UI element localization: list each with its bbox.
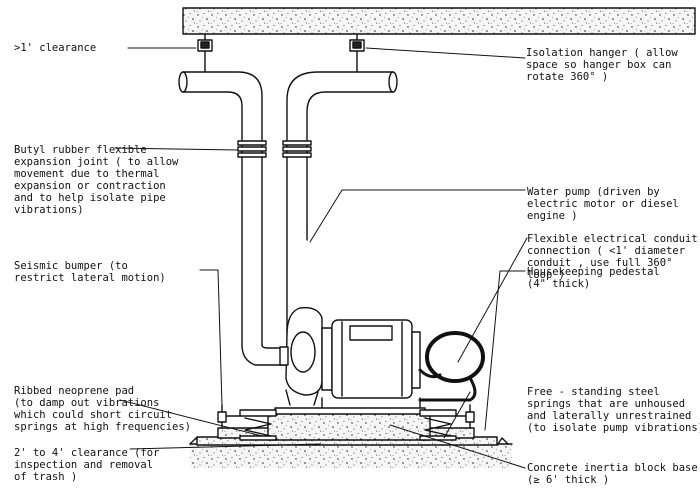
label-line: restrict lateral motion) — [14, 272, 166, 284]
label-clearance-bottom: 2' to 4' clearance (for inspection and r… — [14, 447, 159, 483]
label-water-pump: Water pump (driven by electric motor or … — [527, 186, 679, 222]
label-line: which could short circuit — [14, 409, 173, 421]
isolation-hanger-right — [349, 33, 365, 73]
pipe-right — [286, 71, 398, 336]
label-line: >1' clearance — [14, 42, 97, 54]
label-inertia-block: Concrete inertia block base (≥ 6' thick … — [527, 462, 698, 486]
concrete-inertia-block — [267, 407, 431, 441]
label-line: and laterally unrestrained — [527, 410, 692, 422]
label-line: Concrete inertia block base — [527, 462, 698, 474]
label-line: conduit , use full 360° — [527, 257, 673, 269]
steel-spring-left — [239, 409, 277, 441]
label-line: Housekeeping pedestal — [527, 266, 660, 278]
label-line: electric motor or diesel — [527, 198, 679, 210]
label-line: rotate 360° ) — [526, 71, 609, 83]
label-line: of trash ) — [14, 471, 78, 483]
label-line: movement due to thermal — [14, 168, 160, 180]
label-line: space so hanger box can — [526, 59, 672, 71]
label-line: 2' to 4' clearance (for — [14, 447, 160, 459]
label-line: (to damp out vibrations — [14, 397, 160, 409]
label-line: connection ( <1' diameter — [527, 245, 686, 257]
expansion-joint-right — [282, 140, 312, 158]
label-line: springs at high frequencies) — [14, 421, 192, 433]
label-line: Ribbed neoprene pad — [14, 385, 135, 397]
label-line: expansion joint ( to allow — [14, 156, 179, 168]
label-butyl-joint: Butyl rubber flexible expansion joint ( … — [14, 144, 178, 216]
label-line: (to isolate pump vibrations) — [527, 422, 700, 434]
label-free-springs: Free - standing steel springs that are u… — [527, 386, 700, 434]
label-line: Seismic bumper (to — [14, 260, 128, 272]
isolation-hanger-left — [197, 33, 213, 73]
expansion-joint-left — [237, 140, 267, 158]
label-line: (≥ 6' thick ) — [527, 474, 610, 486]
seismic-bumper-right — [455, 404, 475, 429]
flexible-conduit-loop — [418, 331, 485, 402]
label-line: inspection and removal — [14, 459, 154, 471]
pump-volute — [279, 307, 323, 406]
label-line: vibrations) — [14, 204, 84, 216]
label-line: loop ) — [527, 269, 565, 281]
label-line: and to help isolate pipe — [14, 192, 166, 204]
label-flexible-conduit: Flexible electrical conduit connection (… — [527, 233, 698, 281]
electric-motor — [317, 319, 425, 417]
label-seismic-bumper: Seismic bumper (to restrict lateral moti… — [14, 260, 166, 284]
label-clearance-top: >1' clearance — [14, 42, 96, 54]
seismic-bumper-left — [217, 404, 241, 429]
label-line: Free - standing steel — [527, 386, 660, 398]
label-ribbed-pad: Ribbed neoprene pad (to damp out vibrati… — [14, 385, 191, 433]
ceiling-slab — [182, 7, 696, 35]
label-line: engine ) — [527, 210, 578, 222]
label-line: (4" thick) — [527, 278, 591, 290]
floor-slab — [189, 437, 513, 468]
label-line: Water pump (driven by — [527, 186, 660, 198]
pipe-left — [178, 71, 263, 346]
label-housekeeping-pedestal: Housekeeping pedestal (4" thick) — [527, 266, 660, 290]
leader-lines — [114, 47, 528, 469]
label-line: Isolation hanger ( allow — [526, 47, 678, 59]
label-isolation-hanger: Isolation hanger ( allow space so hanger… — [526, 47, 678, 83]
label-line: springs that are unhoused — [527, 398, 686, 410]
label-line: expansion or contraction — [14, 180, 166, 192]
label-line: Butyl rubber flexible — [14, 144, 147, 156]
label-line: Flexible electrical conduit — [527, 233, 698, 245]
pipe-elbow — [241, 224, 308, 366]
